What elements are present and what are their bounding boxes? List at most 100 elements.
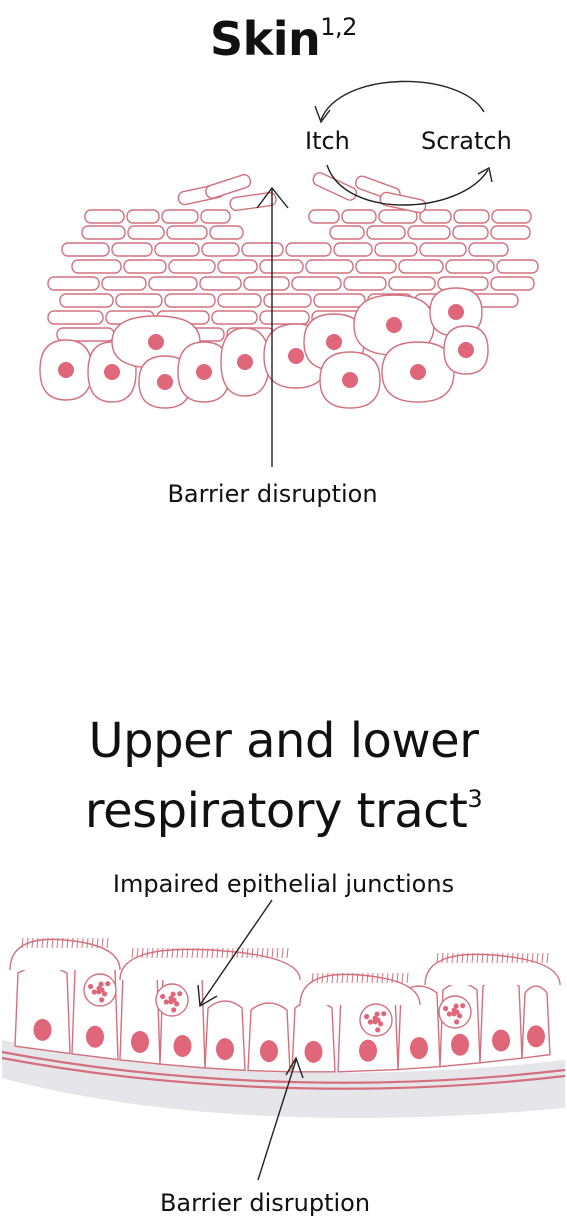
cilium — [161, 947, 164, 959]
mucus-granule — [173, 1001, 180, 1007]
corneocyte — [374, 242, 418, 257]
corneocyte — [343, 276, 387, 291]
mucus-granule — [170, 991, 176, 997]
cilium — [311, 972, 314, 984]
resp-membrane-line-inner — [1, 1056, 566, 1090]
corneocyte — [308, 209, 340, 224]
cilium — [351, 972, 354, 984]
corneocyte — [333, 242, 373, 257]
columnar-nucleus — [33, 1018, 52, 1041]
resp-nuclei — [33, 1018, 545, 1063]
ciliated-cap — [119, 948, 301, 981]
cilium — [336, 972, 339, 984]
columnar-nucleus — [492, 1029, 510, 1052]
cilium — [86, 937, 89, 949]
mucus-granule — [163, 999, 169, 1005]
cilium — [206, 947, 209, 959]
cilium — [496, 952, 499, 964]
corneocyte — [217, 259, 258, 274]
cilium — [31, 937, 34, 949]
skin-barrier-disruption-label: Barrier disruption — [167, 480, 378, 508]
corneocyte — [123, 259, 167, 274]
mucus-granule — [96, 985, 102, 991]
corneocyte — [291, 276, 342, 291]
cilium — [516, 952, 519, 964]
corneocyte — [398, 259, 444, 274]
skin-nuclei — [58, 304, 474, 390]
corneocyte — [47, 310, 104, 325]
columnar-cell — [247, 1002, 291, 1073]
corneocyte — [329, 225, 365, 240]
cilium — [356, 972, 359, 984]
mucus-granule — [377, 1021, 384, 1027]
itch-label: Itch — [305, 127, 350, 155]
corneocyte — [164, 293, 216, 308]
corneocyte — [490, 276, 535, 291]
cilium — [281, 947, 284, 959]
cilium — [471, 952, 474, 964]
corneocyte — [243, 276, 290, 291]
corneocyte — [56, 327, 115, 342]
columnar-nucleus — [86, 1025, 104, 1048]
cilium — [546, 952, 549, 964]
corneocyte — [259, 259, 304, 274]
skin-title: Skin1,2 — [210, 12, 357, 66]
cilium — [51, 937, 54, 949]
resp-barrier-disruption-label: Barrier disruption — [159, 1189, 371, 1217]
cilium — [321, 972, 324, 984]
cilium — [131, 947, 134, 959]
corneocyte — [355, 259, 397, 274]
resp-barrier-arrowhead — [285, 1056, 304, 1079]
corneocyte — [490, 225, 531, 240]
corneocyte — [407, 225, 451, 240]
corneocyte — [388, 276, 436, 291]
mucus-granule — [99, 997, 105, 1003]
cilium — [361, 972, 364, 984]
mucus-granule — [453, 1003, 459, 1009]
mucus-granule — [105, 981, 111, 987]
cilium — [106, 937, 109, 949]
cilium — [256, 947, 259, 959]
corneocyte — [59, 293, 114, 308]
cilium — [271, 947, 274, 959]
cilium — [491, 952, 494, 964]
corneocyte — [496, 259, 539, 274]
corneocyte-flake — [205, 174, 252, 199]
mucus-granule — [456, 1013, 463, 1019]
corneocyte — [166, 225, 208, 240]
cilium — [171, 947, 174, 959]
corneocyte — [199, 276, 242, 291]
skin-title-reference: 1,2 — [320, 13, 357, 41]
cilium — [531, 952, 534, 964]
cilium — [146, 947, 149, 959]
corneocyte — [452, 225, 489, 240]
corneocyte — [491, 209, 532, 224]
cilium — [66, 937, 69, 949]
mucus-granule — [460, 1003, 466, 1009]
cilium — [501, 952, 504, 964]
cilium — [41, 937, 44, 949]
ciliated-cap — [299, 973, 421, 1006]
corneocyte — [61, 242, 110, 257]
cilium — [381, 972, 384, 984]
cilium — [346, 972, 349, 984]
corneocyte — [101, 276, 147, 291]
cilium — [481, 952, 484, 964]
corneocyte-flake — [229, 191, 277, 212]
corneocyte — [81, 225, 126, 240]
columnar-nucleus — [260, 1040, 278, 1063]
cilium — [71, 937, 74, 949]
keratinocyte-nucleus — [58, 362, 74, 378]
cilium — [371, 972, 374, 984]
cilium — [366, 972, 369, 984]
skin-barrier-arrowhead — [256, 186, 289, 209]
respiratory-title-reference: 3 — [467, 785, 483, 813]
scratch-cycle-arrowhead — [477, 166, 493, 183]
cilium — [136, 947, 139, 959]
corneocyte — [468, 242, 509, 257]
corneocyte — [211, 310, 258, 325]
itch-cycle-arrowhead — [314, 105, 331, 124]
cilium — [201, 947, 204, 959]
cilium — [261, 947, 264, 959]
